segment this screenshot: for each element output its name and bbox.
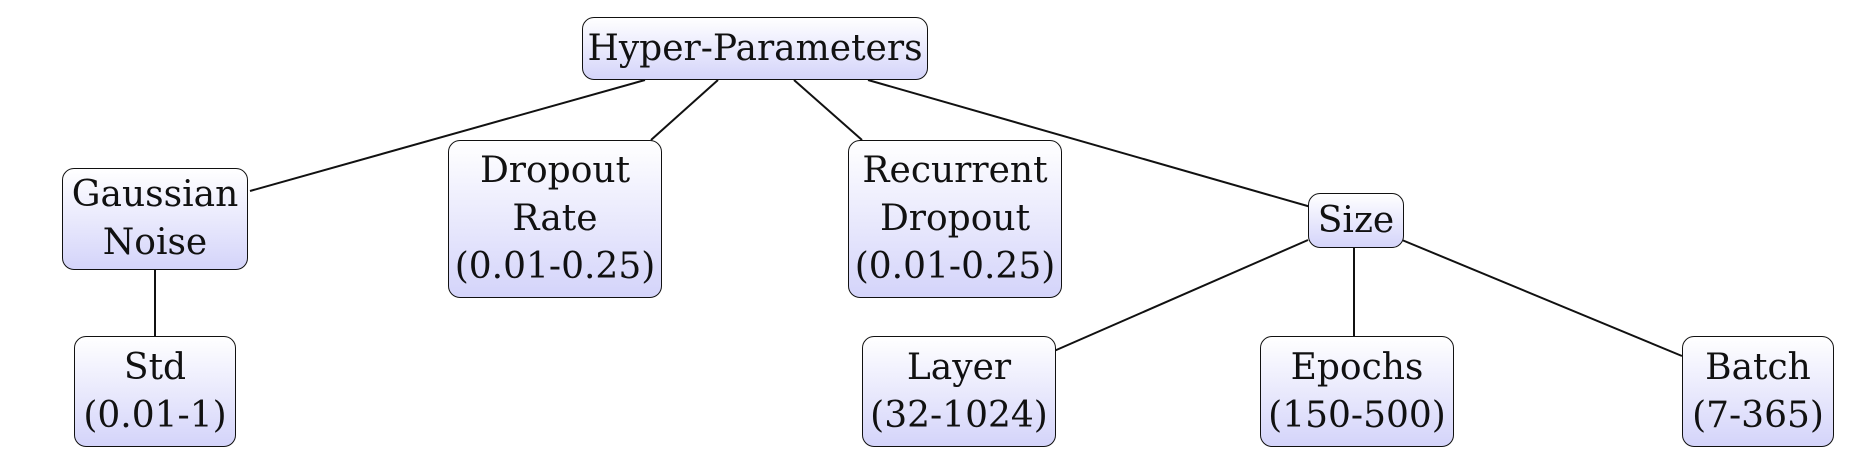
node-dropout-rate-line2: Rate: [512, 198, 598, 239]
node-gaussian-noise-line1: Gaussian: [71, 174, 239, 215]
edge-size-layer: [1053, 239, 1309, 352]
edge-size-batch: [1401, 239, 1683, 357]
node-batch-line2: (7-365): [1692, 394, 1824, 436]
node-recurrent-dropout-line1: Recurrent: [862, 150, 1048, 191]
node-epochs: Epochs (150-500): [1260, 336, 1454, 447]
node-epochs-line1: Epochs: [1290, 346, 1424, 388]
edge-root-gaussian-noise: [249, 79, 646, 192]
node-layer: Layer (32-1024): [862, 336, 1056, 447]
node-recurrent-dropout-line2: Dropout: [879, 198, 1031, 239]
node-size: Size: [1308, 193, 1404, 248]
node-std-line2: (0.01-1): [83, 394, 227, 436]
node-recurrent-dropout: Recurrent Dropout (0.01-0.25): [848, 140, 1062, 298]
node-std: Std (0.01-1): [74, 336, 236, 447]
node-layer-line1: Layer: [906, 346, 1012, 388]
edge-root-size: [867, 79, 1312, 208]
node-size-label: Size: [1317, 199, 1395, 241]
node-std-line1: Std: [123, 346, 187, 388]
node-batch: Batch (7-365): [1682, 336, 1834, 447]
node-gaussian-noise-line2: Noise: [102, 222, 208, 263]
node-epochs-line2: (150-500): [1268, 394, 1446, 436]
node-dropout-rate: Dropout Rate (0.01-0.25): [448, 140, 662, 298]
node-hyper-parameters: Hyper-Parameters: [582, 17, 928, 80]
node-gaussian-noise: Gaussian Noise: [62, 168, 248, 270]
node-layer-line2: (32-1024): [870, 394, 1048, 436]
edge-root-dropout-rate: [650, 79, 719, 141]
node-dropout-rate-line3: (0.01-0.25): [454, 246, 656, 287]
node-recurrent-dropout-line3: (0.01-0.25): [854, 246, 1056, 287]
edge-root-recurrent-dropout: [793, 79, 863, 141]
node-hyper-parameters-label: Hyper-Parameters: [587, 27, 923, 69]
node-dropout-rate-line1: Dropout: [479, 150, 631, 191]
node-batch-line1: Batch: [1705, 346, 1811, 388]
